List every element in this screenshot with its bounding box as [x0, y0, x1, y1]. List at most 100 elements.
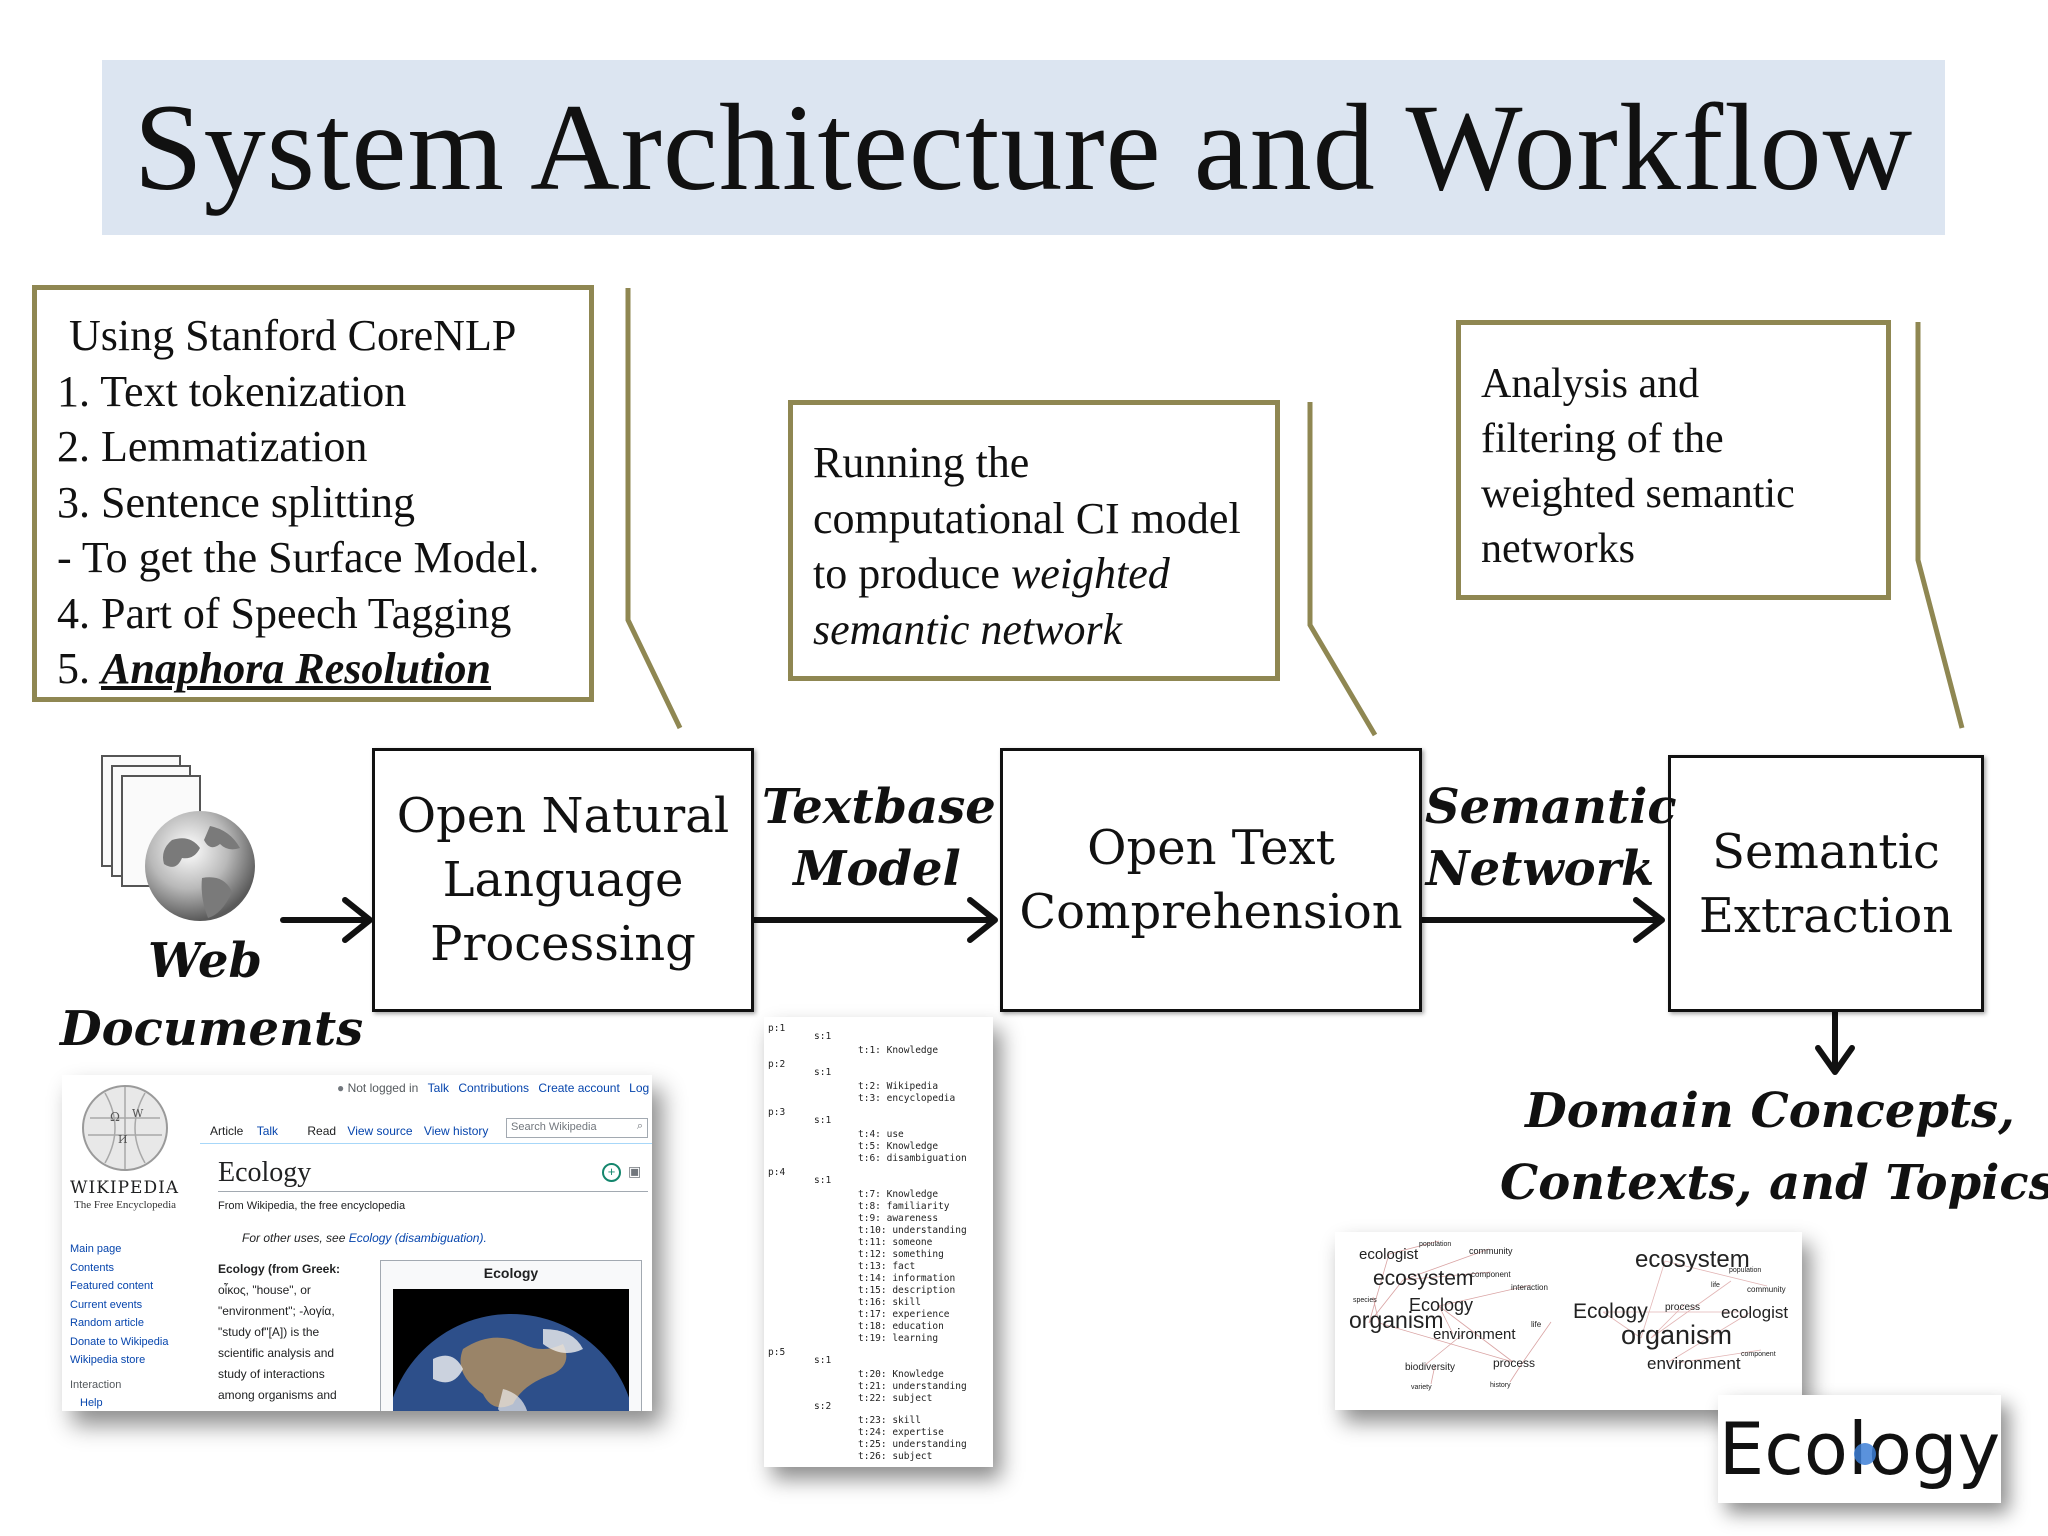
textbase-row: s:1	[814, 1031, 832, 1042]
wiki-tab-article[interactable]: Article	[210, 1124, 244, 1138]
network-node-label: variety	[1411, 1384, 1432, 1391]
web-documents-label: Web Documents	[60, 930, 363, 1060]
callout-line: 3. Sentence splitting	[57, 477, 416, 527]
callout-ci-model: Running the computational CI model to pr…	[788, 400, 1280, 681]
textbase-row: t:20: Knowledge	[858, 1369, 944, 1380]
network-edge	[1372, 1296, 1380, 1324]
wiki-nav-item[interactable]: Random article	[70, 1317, 144, 1329]
output-line: Contexts, and Topics	[1500, 1155, 2048, 1211]
textbase-row: t:14: information	[858, 1273, 956, 1284]
callout-analysis-pointer	[1915, 322, 1965, 729]
wiki-add-icon[interactable]: +	[602, 1163, 621, 1182]
network-edge	[1402, 1248, 1490, 1281]
textbase-row: t:12: something	[858, 1249, 944, 1260]
network-node-label: Ecology	[1409, 1295, 1473, 1315]
textbase-model-label: Textbase Model	[762, 776, 996, 900]
network-node-label: ecosystem	[1373, 1267, 1473, 1290]
textbase-row: s:2	[814, 1401, 832, 1412]
wiki-search-placeholder: Search Wikipedia	[511, 1121, 597, 1133]
web-documents-globe-icon	[101, 755, 255, 921]
network-node-label: Ecology	[1573, 1300, 1648, 1323]
textbase-row: p:2	[768, 1059, 786, 1070]
network-edge	[1522, 1321, 1552, 1363]
wiki-nav-item[interactable]: Wikipedia store	[70, 1354, 146, 1366]
wiki-tab-talk[interactable]: Talk	[256, 1124, 279, 1138]
edge-line: Textbase	[762, 779, 996, 835]
network-node-label: process	[1665, 1302, 1700, 1313]
edge-line: Semantic	[1425, 779, 1677, 835]
textbase-row: t:15: description	[858, 1285, 956, 1296]
wiki-nav-item[interactable]: Featured content	[70, 1280, 154, 1292]
network-edges	[1368, 1240, 1768, 1385]
wiki-action-read[interactable]: Read	[307, 1124, 337, 1138]
wiki-tabs: Article Talk Read View source View histo…	[210, 1122, 488, 1140]
wiki-article-body: Ecology (from Greek: οἶκος, "house", or …	[218, 1259, 340, 1406]
network-node-label: population	[1729, 1267, 1761, 1274]
callout-line: 4. Part of Speech Tagging	[57, 588, 512, 638]
network-edge	[1676, 1349, 1762, 1364]
wiki-contributions-link[interactable]: Contributions	[458, 1081, 530, 1095]
svg-text:И: И	[118, 1133, 128, 1146]
wiki-body-line: scientific analysis and	[218, 1346, 335, 1360]
textbase-row: t:9: awareness	[858, 1213, 939, 1224]
lock-icon: ▣	[628, 1163, 642, 1179]
callout-line: computational CI model	[813, 493, 1241, 543]
network-edge	[1664, 1260, 1768, 1287]
source-line: Web	[147, 933, 263, 989]
open-text-comprehension-box: Open Text Comprehension	[1000, 748, 1422, 1012]
wiki-action-view-history[interactable]: View history	[423, 1124, 489, 1138]
edge-line: Network	[1425, 841, 1655, 897]
process-line: Language	[442, 852, 684, 908]
wiki-nav-item[interactable]: Donate to Wikipedia	[70, 1335, 169, 1348]
wiki-nav-section: Interaction	[70, 1378, 122, 1391]
user-icon: ●	[337, 1081, 345, 1095]
wiki-nav-item[interactable]: Contents	[70, 1261, 115, 1274]
wiki-action-view-source[interactable]: View source	[347, 1124, 413, 1138]
network-edge	[1368, 1253, 1390, 1324]
wiki-nav-item[interactable]: Current events	[70, 1298, 143, 1311]
wiki-logo-title: WIKIPEDIA	[70, 1178, 180, 1198]
network-edge	[1650, 1280, 1732, 1339]
wiki-nav-item[interactable]: Main page	[70, 1243, 122, 1255]
network-node-label: organism	[1349, 1307, 1444, 1333]
textbase-row: t:23: skill	[858, 1415, 921, 1426]
wiki-talk-link[interactable]: Talk	[427, 1081, 449, 1095]
textbase-row: t:19: learning	[858, 1333, 939, 1344]
textbase-row: t:6: disambiguation	[858, 1153, 967, 1164]
wiki-tagline: From Wikipedia, the free encyclopedia	[218, 1200, 406, 1212]
slide-title: System Architecture and Workflow	[133, 78, 1914, 216]
ecology-topic-badge: Ecology	[1718, 1395, 2001, 1503]
network-node-label: environment	[1647, 1354, 1741, 1373]
network-edge	[1666, 1311, 1752, 1364]
textbase-row: p:5	[768, 1347, 786, 1358]
process-line: Comprehension	[1019, 884, 1403, 940]
wiki-hatnote-text: For other uses, see	[242, 1231, 349, 1245]
network-node-label: life	[1711, 1282, 1720, 1289]
wiki-create-account-link[interactable]: Create account	[538, 1081, 620, 1095]
network-node-label: species	[1353, 1297, 1377, 1304]
network-edge	[1368, 1279, 1404, 1324]
wiki-hatnote-link[interactable]: Ecology (disambiguation).	[348, 1231, 487, 1245]
textbase-row: t:4: use	[858, 1129, 904, 1140]
callout-line: Analysis and	[1481, 361, 1700, 407]
wiki-body-line: οἶκος, "house", or	[218, 1283, 311, 1297]
textbase-row: t:11: someone	[858, 1237, 933, 1248]
callout-line: Running the	[813, 438, 1030, 487]
textbase-row: s:1	[814, 1067, 832, 1078]
textbase-row: t:16: skill	[858, 1297, 921, 1308]
wiki-nav-help[interactable]: Help	[80, 1397, 103, 1409]
callout-line: weighted semantic	[1481, 471, 1795, 517]
wiki-login-link[interactable]: Log in	[629, 1081, 652, 1095]
callout-line: filtering of the	[1481, 416, 1724, 462]
callout-nlp-pointer	[625, 288, 683, 730]
callout-ci-pointer	[1307, 402, 1378, 737]
wiki-body-line: study of interactions	[218, 1367, 325, 1381]
network-edge	[1430, 1364, 1436, 1385]
wiki-not-logged-in: Not logged in	[347, 1081, 419, 1095]
network-node-label: component	[1741, 1351, 1776, 1358]
wikipedia-ecology-thumbnail: ● Not logged in Talk Contributions Creat…	[62, 1075, 652, 1411]
network-node-label: population	[1419, 1241, 1451, 1248]
wiki-search-input[interactable]: Search Wikipedia ⌕	[506, 1118, 648, 1138]
textbase-row: t:25: understanding	[858, 1439, 967, 1450]
